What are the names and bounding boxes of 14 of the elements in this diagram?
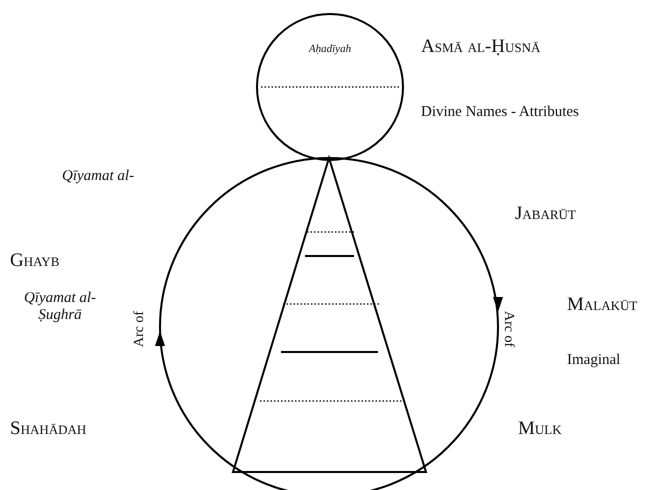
text-label: Shahādah (10, 418, 86, 440)
text-label: Qīyamat al- Ṣughrā (22, 290, 98, 324)
text-label: Imaginal (567, 352, 620, 370)
text-label: Qīyamat al- (62, 168, 134, 186)
text-label: Divine Names - Attributes (421, 104, 579, 122)
text-label: Arc of (500, 310, 516, 348)
text-label: Mulk (518, 418, 562, 440)
text-label: Jabarūt (515, 203, 576, 225)
circle-node (257, 14, 403, 160)
text-label: Arc of (132, 310, 148, 348)
text-label: Asmā al-Ḥusnā (421, 36, 540, 58)
text-label: Ghayb (10, 250, 60, 272)
node-label: Aḥadīyah (307, 43, 352, 55)
text-label: Malakūt (567, 294, 638, 316)
